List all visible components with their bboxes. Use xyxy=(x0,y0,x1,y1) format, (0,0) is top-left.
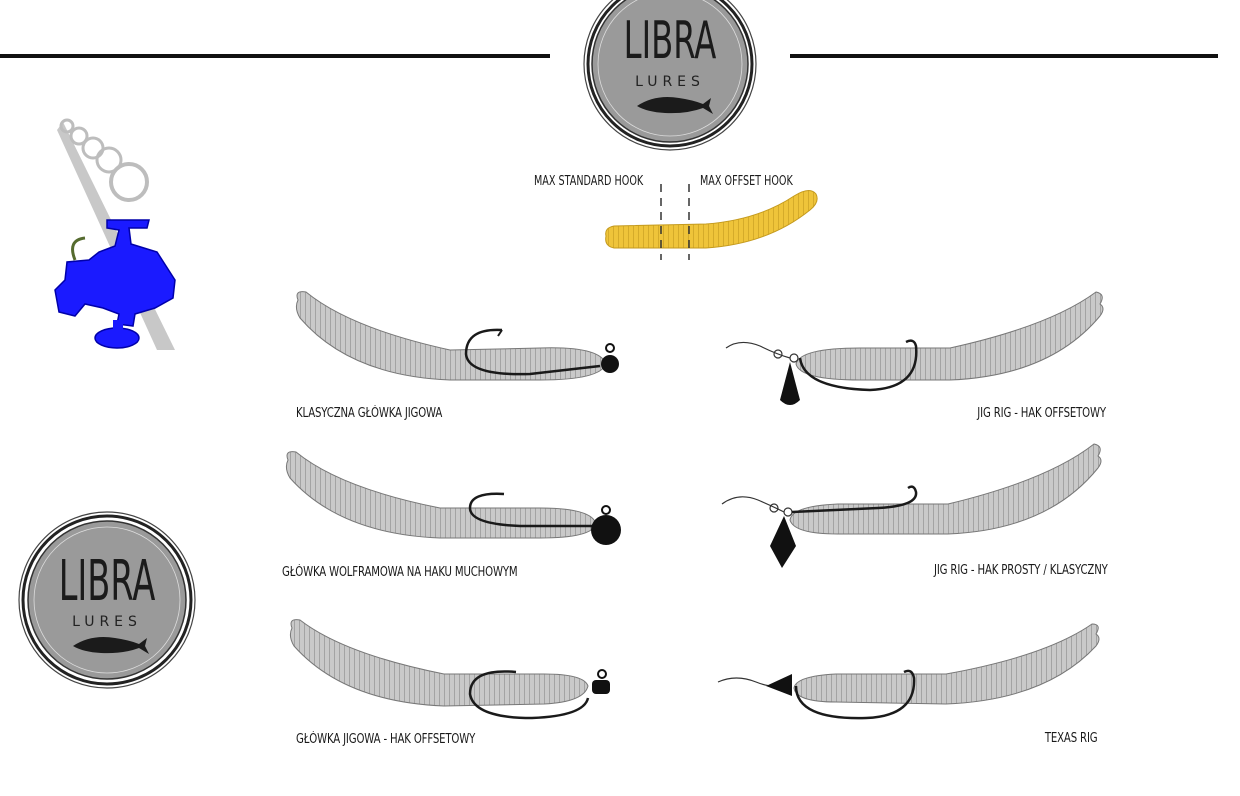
rig-diagram-2 xyxy=(725,291,1104,405)
header-logo-title: LIBRA xyxy=(624,11,717,71)
fish-icon xyxy=(73,637,149,654)
header-logo: LIBRA LURES xyxy=(583,0,757,151)
header-logo-subtitle: LURES xyxy=(635,74,705,90)
rig-label-5: GŁÓWKA JIGOWA - HAK OFFSETOWY xyxy=(296,732,476,747)
rig-diagram-5 xyxy=(289,619,610,720)
rig-label-6: TEXAS RIG xyxy=(1044,731,1097,746)
fish-icon xyxy=(637,97,713,114)
side-logo-subtitle: LURES xyxy=(72,614,142,630)
rig-diagram-6 xyxy=(717,623,1100,720)
rig-diagram-3 xyxy=(285,451,621,545)
rig-label-2: JIG RIG - HAK OFFSETOWY xyxy=(977,406,1106,421)
side-logo-title: LIBRA xyxy=(59,548,156,613)
header-rule-left xyxy=(0,54,550,58)
rig-label-1: KLASYCZNA GŁÓWKA JIGOWA xyxy=(296,406,443,421)
max-offset-hook-label: MAX OFFSET HOOK xyxy=(700,174,793,189)
rod-reel-icon xyxy=(54,118,176,350)
max-standard-hook-label: MAX STANDARD HOOK xyxy=(534,174,644,189)
yellow-worm-diagram xyxy=(605,184,818,260)
rig-diagram-1 xyxy=(295,291,619,381)
header-rule-right xyxy=(790,54,1218,58)
rig-label-3: GŁÓWKA WOLFRAMOWA NA HAKU MUCHOWYM xyxy=(282,565,518,580)
rig-diagram-4 xyxy=(721,443,1102,568)
rig-label-4: JIG RIG - HAK PROSTY / KLASYCZNY xyxy=(934,563,1108,578)
side-logo: LIBRA LURES xyxy=(18,511,196,689)
